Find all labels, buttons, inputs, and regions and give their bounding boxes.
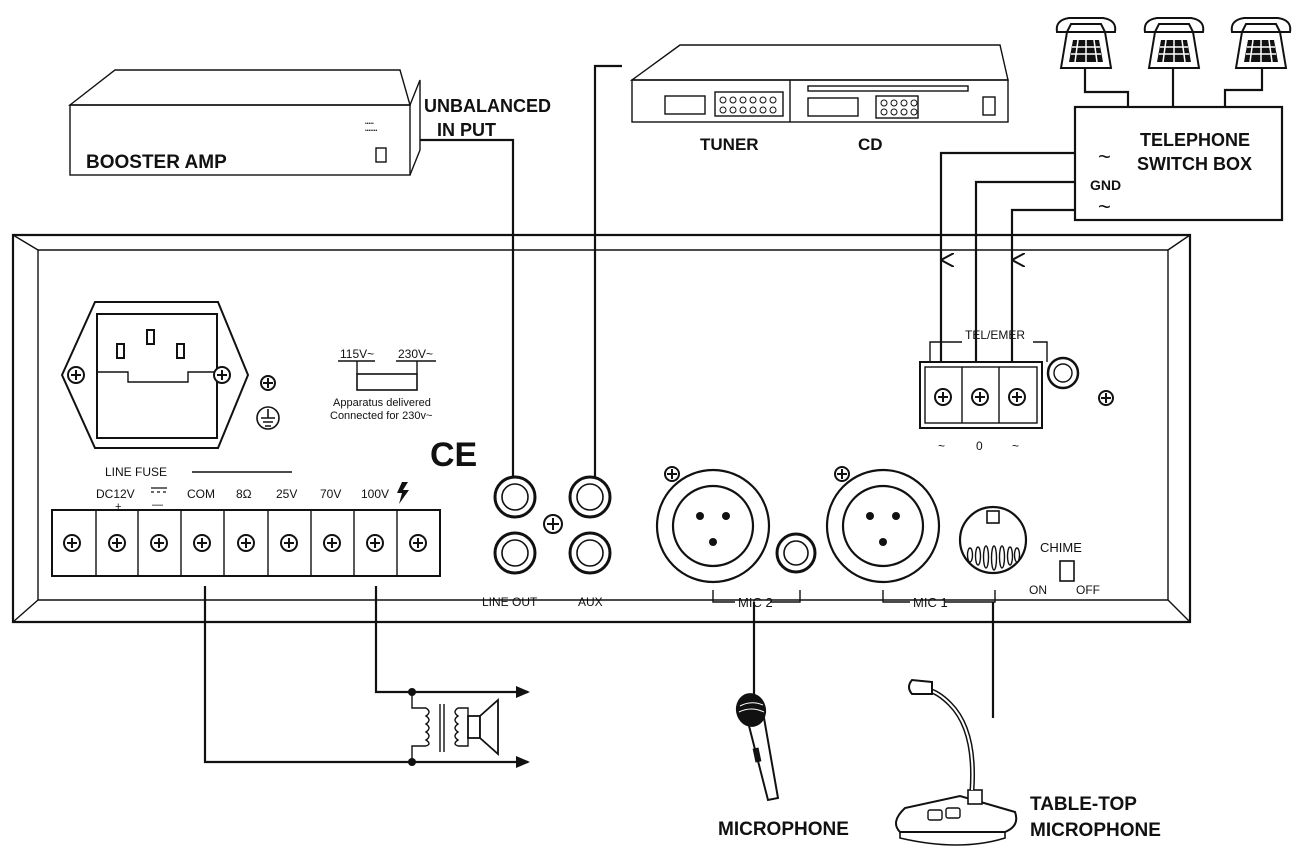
telephone-switch-box: TELEPHONE SWITCH BOX ~ GND ~	[1073, 105, 1284, 222]
aux-label: AUX	[578, 595, 603, 609]
terminal-label-dc12v: DC12V	[96, 487, 135, 501]
booster-amp: ••••• ••••••• BOOSTER AMP	[67, 69, 421, 176]
handheld-microphone-icon	[735, 693, 780, 802]
screw-icon	[67, 366, 85, 384]
screw-icon	[260, 375, 276, 391]
table-top-microphone-icon	[895, 678, 1018, 846]
terminal-label-8ohm: 8Ω	[236, 487, 252, 501]
wire-cd-aux	[593, 64, 622, 478]
line-out-label: LINE OUT	[482, 595, 538, 609]
switch-box-gnd: GND	[1090, 177, 1121, 193]
apparatus-note-1: Apparatus delivered	[333, 397, 431, 409]
screw-icon	[1098, 390, 1114, 406]
tel-emer-label: TEL/EMER	[965, 328, 1025, 342]
din-socket	[958, 505, 1028, 575]
line-fuse-label: LINE FUSE	[105, 465, 167, 479]
tuner-label: TUNER	[700, 135, 759, 154]
switch-box-label-1: TELEPHONE	[1140, 130, 1250, 150]
chime-switch	[1059, 560, 1075, 582]
table-top-mic-label-2: MICROPHONE	[1030, 820, 1161, 841]
mic1-label: MIC 1	[913, 595, 948, 610]
wire-tel-3	[1010, 208, 1075, 260]
screw-icon	[213, 366, 231, 384]
chime-off-label: OFF	[1076, 583, 1100, 597]
terminal-screw-icon	[193, 534, 211, 552]
wire-speaker-100v	[374, 586, 530, 698]
screw-icon	[543, 514, 563, 534]
terminal-screw-icon	[63, 534, 81, 552]
terminal-label-100v: 100V	[361, 487, 389, 501]
switch-box-label-2: SWITCH BOX	[1137, 154, 1252, 174]
mic1-xlr-jack	[825, 466, 996, 603]
terminal-screw-icon	[108, 534, 126, 552]
tel-terminal-label-left: ~	[938, 439, 945, 453]
screw-icon	[971, 388, 989, 406]
terminal-screw-icon	[280, 534, 298, 552]
svg-text:•••••••: •••••••	[365, 128, 378, 134]
hazard-icon	[397, 482, 409, 504]
telephone-icon	[1055, 17, 1117, 69]
emer-jack	[1046, 356, 1080, 390]
wire-speaker-com	[203, 586, 530, 768]
telephone-icon	[1230, 17, 1292, 69]
cd-power-switch	[982, 96, 996, 116]
terminal-label-minus: —	[152, 499, 163, 511]
switch-box-tilde-bottom: ~	[1098, 194, 1111, 219]
wire-tel-1	[939, 151, 1075, 260]
unbalanced-input-label-1: UNBALANCED	[424, 96, 551, 116]
screw-icon	[934, 388, 952, 406]
dc-symbol-icon	[151, 487, 167, 493]
microphone-label: MICROPHONE	[718, 819, 849, 840]
power-inlet	[60, 301, 250, 449]
table-top-mic-label-1: TABLE-TOP	[1030, 794, 1137, 815]
terminal-screw-icon	[409, 534, 427, 552]
voltage-230-label: 230V~	[398, 347, 433, 361]
tel-terminal-label-mid: 0	[976, 439, 983, 453]
tuner-cd-unit: TUNER CD	[629, 44, 1009, 154]
mic2-xlr-jack	[655, 466, 817, 603]
tel-terminal-label-right: ~	[1012, 439, 1019, 453]
svg-text:•••••: •••••	[365, 121, 374, 127]
voltage-selector: 115V~ 230V~ Apparatus delivered Connecte…	[330, 347, 436, 422]
terminal-label-70v: 70V	[320, 487, 341, 501]
terminal-screw-icon	[323, 534, 341, 552]
telephone-icon	[1143, 17, 1205, 69]
ce-mark: CE	[430, 436, 477, 474]
chime-label: CHIME	[1040, 540, 1082, 555]
voltage-115-label: 115V~	[340, 347, 374, 361]
screw-icon	[834, 466, 850, 482]
terminal-screw-icon	[366, 534, 384, 552]
mic2-label: MIC 2	[738, 595, 773, 610]
apparatus-note-2: Connected for 230v~	[330, 410, 432, 422]
unbalanced-input-label-2: IN PUT	[437, 120, 496, 140]
chime-on-label: ON	[1029, 583, 1047, 597]
terminal-label-com: COM	[187, 487, 215, 501]
terminal-label-25v: 25V	[276, 487, 297, 501]
switch-box-tilde-top: ~	[1098, 144, 1111, 169]
ground-icon	[256, 406, 280, 430]
screw-icon	[664, 466, 680, 482]
terminal-screw-icon	[150, 534, 168, 552]
terminal-screw-icon	[237, 534, 255, 552]
terminal-label-plus: +	[115, 501, 121, 513]
speaker-transformer-icon	[411, 692, 499, 762]
screw-icon	[1008, 388, 1026, 406]
wire-tel-2	[974, 180, 1075, 362]
booster-amp-label: BOOSTER AMP	[86, 152, 227, 173]
booster-power-switch	[375, 147, 387, 163]
line-out-aux-jacks	[493, 475, 612, 575]
cd-label: CD	[858, 135, 883, 154]
wire-booster-line-out	[420, 138, 515, 478]
